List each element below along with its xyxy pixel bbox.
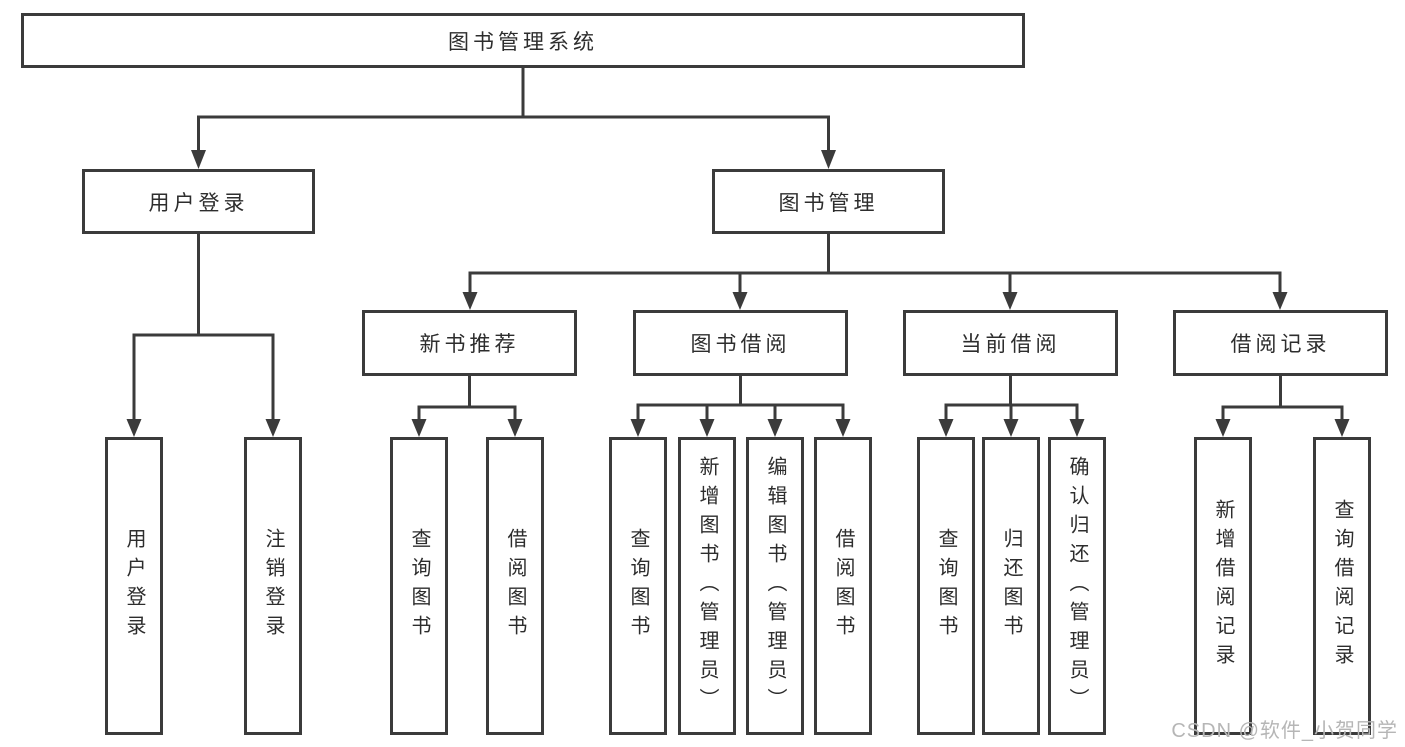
node-new-book-recommendation: 新书推荐 [362,310,577,376]
node-library-management-system: 图书管理系统 [21,13,1025,68]
node-label: 当前借阅 [960,333,1061,356]
node-leaf-borrow-books: 借阅图书 [814,437,872,735]
node-label: 新增图书（管理员） [696,455,718,717]
csdn-watermark: CSDN @软件_小贺同学 [1171,720,1398,742]
node-label: 确认归还（管理员） [1066,455,1088,717]
node-leaf-confirm-return-admin: 确认归还（管理员） [1048,437,1106,735]
node-label: 借阅图书 [832,528,854,644]
node-leaf-rec-query-books: 查询图书 [390,437,448,735]
node-leaf-add-books-admin: 新增图书（管理员） [678,437,736,735]
node-leaf-logout: 注销登录 [244,437,302,735]
node-leaf-rec-borrow-books: 借阅图书 [486,437,544,735]
node-leaf-edit-books-admin: 编辑图书（管理员） [746,437,804,735]
node-leaf-user-login: 用户登录 [105,437,163,735]
node-user-login-branch: 用户登录 [82,169,315,234]
node-label: 查询借阅记录 [1331,499,1353,673]
node-label: 查询图书 [935,528,957,644]
node-label: 图书管理系统 [448,30,598,54]
node-label: 借阅记录 [1230,333,1331,356]
node-label: 图书管理 [778,191,879,215]
node-label: 新增借阅记录 [1212,499,1234,673]
node-leaf-borrow-query-books: 查询图书 [609,437,667,735]
node-borrowing-records: 借阅记录 [1173,310,1388,376]
node-label: 注销登录 [262,528,284,644]
node-leaf-return-books: 归还图书 [982,437,1040,735]
node-label: 归还图书 [1000,528,1022,644]
node-label: 图书借阅 [690,333,791,356]
node-label: 新书推荐 [419,333,520,356]
node-label: 借阅图书 [504,528,526,644]
node-current-borrowing: 当前借阅 [903,310,1118,376]
node-label: 查询图书 [627,528,649,644]
node-leaf-add-borrow-record: 新增借阅记录 [1194,437,1252,735]
node-book-borrowing: 图书借阅 [633,310,848,376]
node-book-management-branch: 图书管理 [712,169,945,234]
node-leaf-current-query-books: 查询图书 [917,437,975,735]
node-label: 查询图书 [408,528,430,644]
node-label: 用户登录 [148,191,249,215]
node-label: 用户登录 [123,528,145,644]
node-leaf-query-borrow-record: 查询借阅记录 [1313,437,1371,735]
node-label: 编辑图书（管理员） [764,455,786,717]
arrowheads [126,150,1350,437]
